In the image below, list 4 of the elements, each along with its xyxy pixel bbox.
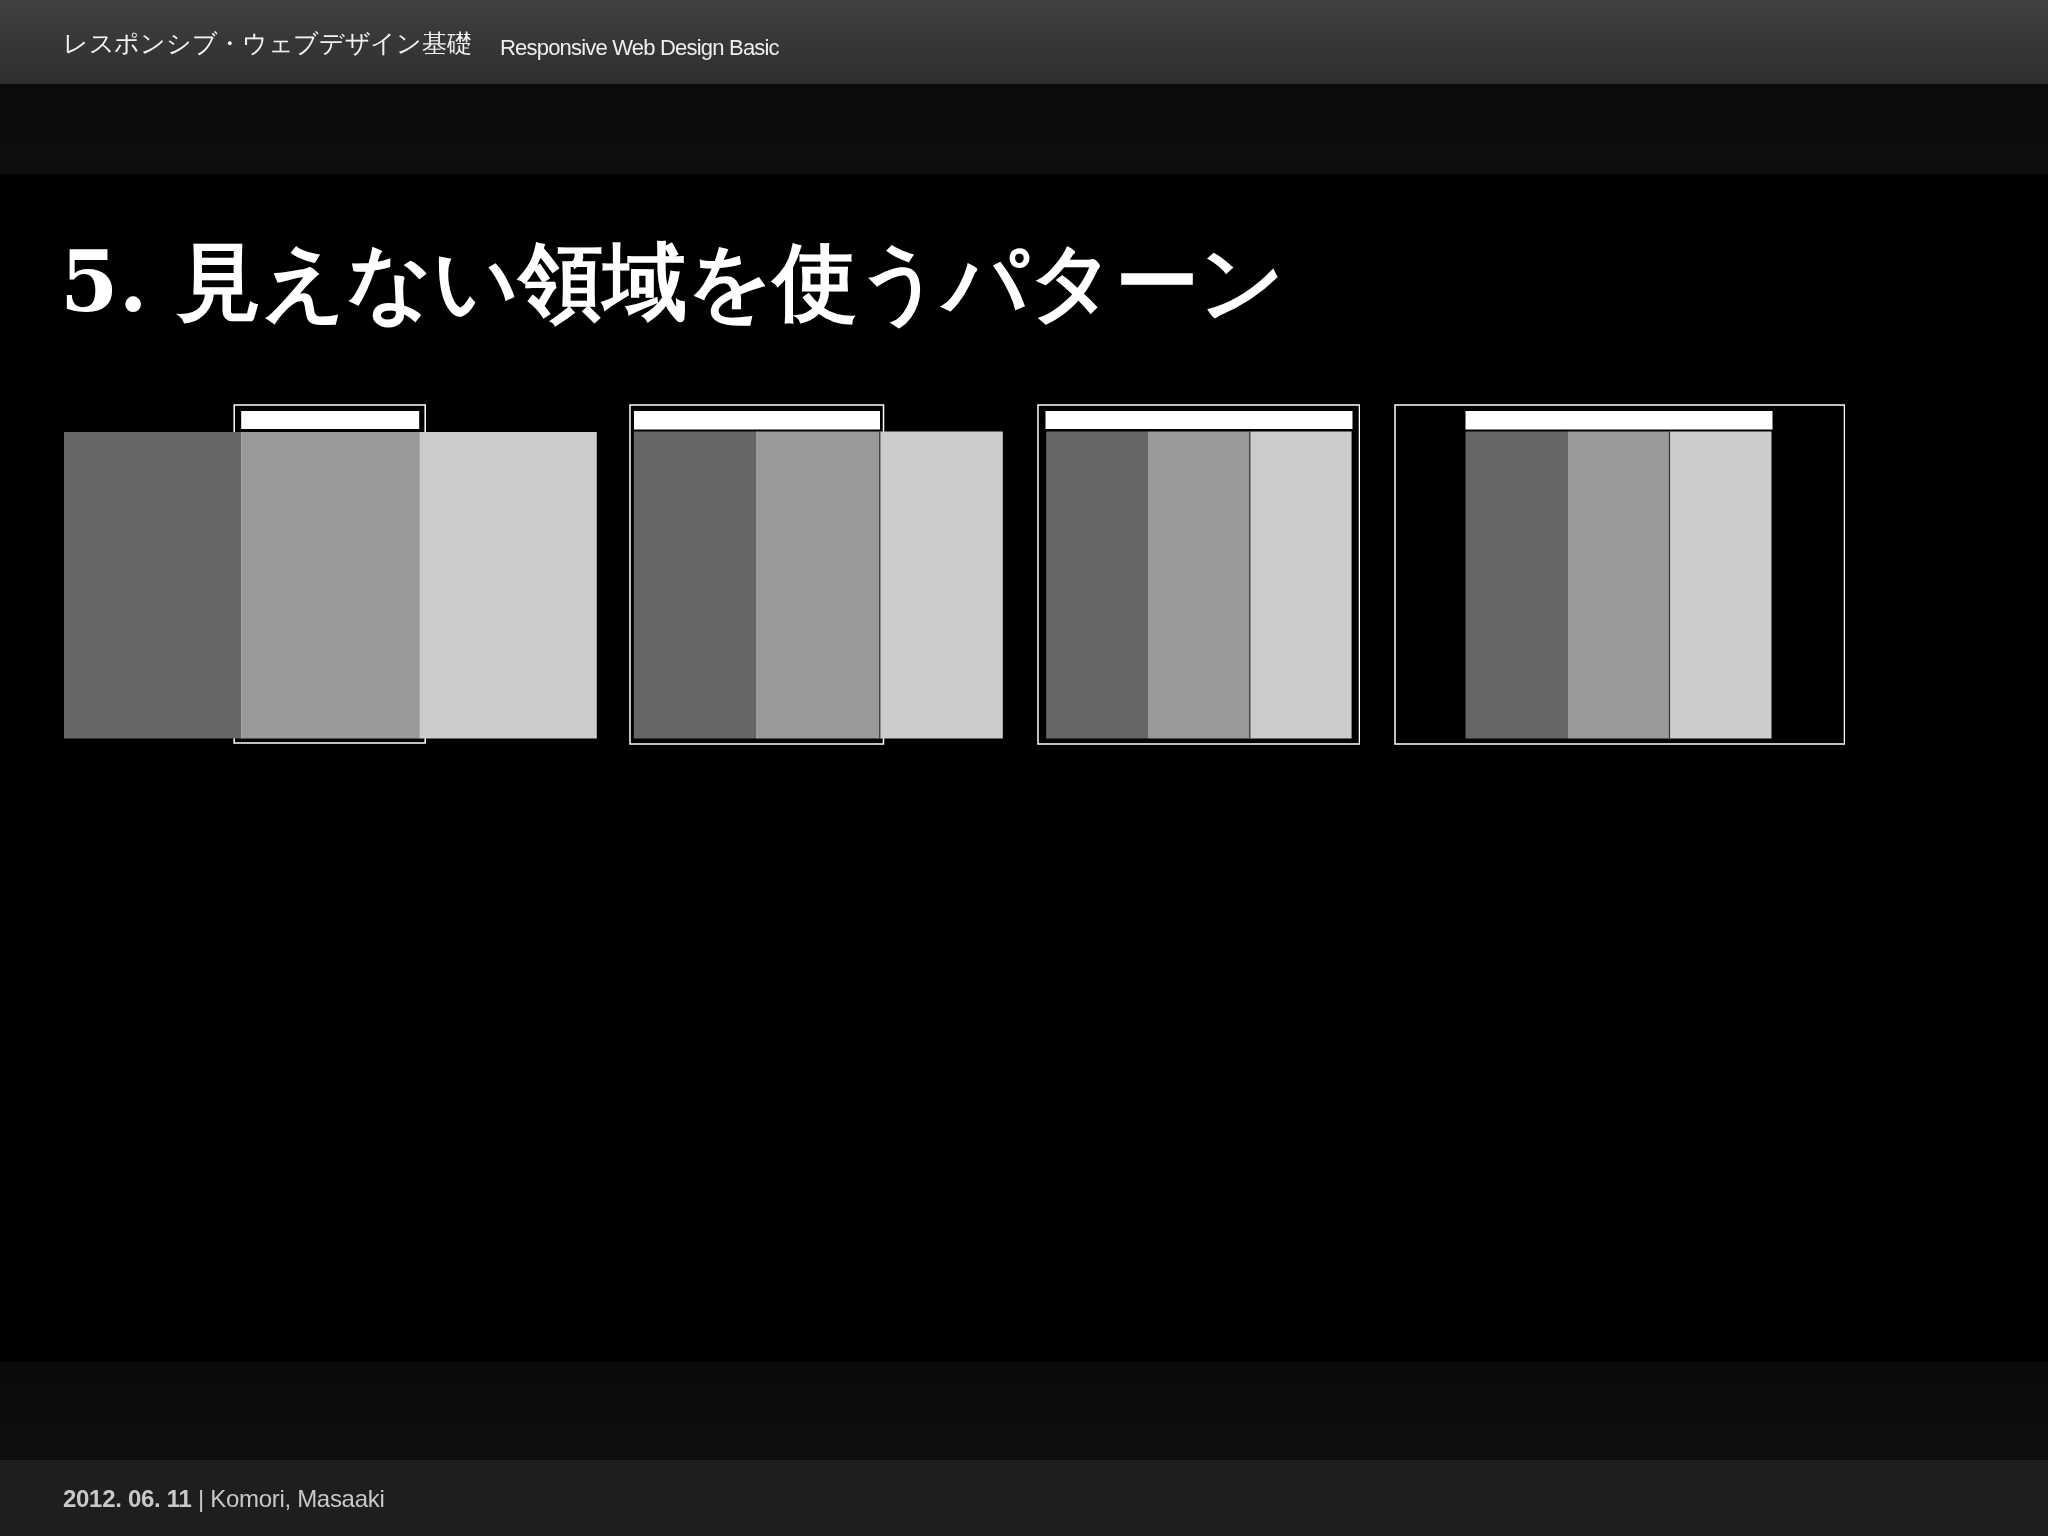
footer-text: 2012. 06. 11 | Komori, Masaaki bbox=[63, 1485, 385, 1513]
header-subtitle: Responsive Web Design Basic bbox=[500, 35, 779, 61]
header-title: レスポンシブ・ウェブデザイン基礎 bbox=[63, 29, 472, 58]
slide-title: 5. 見えない領域を使うパターン bbox=[60, 234, 1285, 331]
